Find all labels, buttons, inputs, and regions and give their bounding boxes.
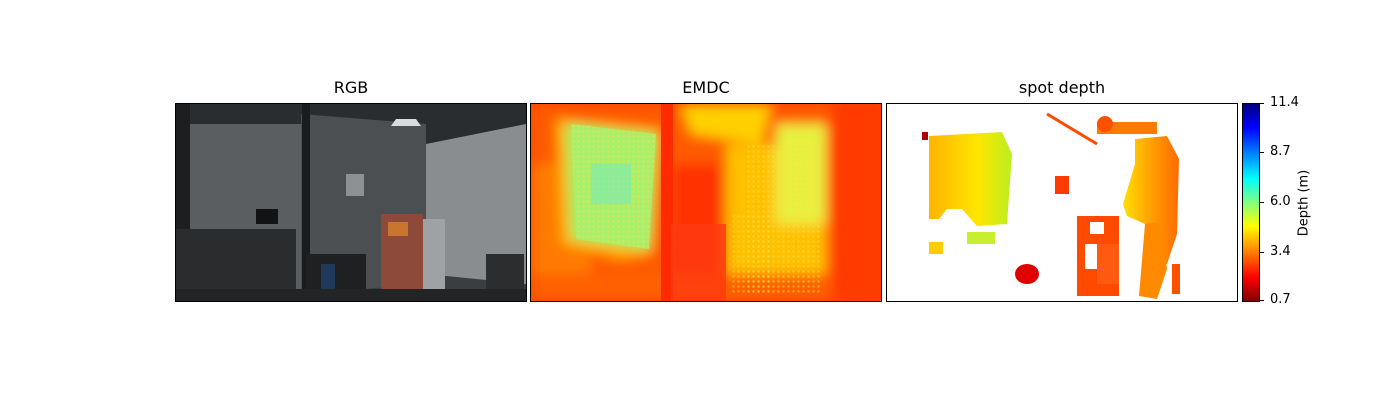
colorbar-tick-label: 11.4 [1270, 95, 1299, 110]
colorbar-tick-label: 3.4 [1270, 244, 1291, 259]
rgb-image [175, 103, 527, 302]
spot-depth-map [886, 103, 1238, 302]
colorbar-tick [1259, 300, 1264, 301]
colorbar-tick [1259, 103, 1264, 104]
emdc-depth-map [530, 103, 882, 302]
colorbar-tick [1259, 202, 1264, 203]
colorbar [1242, 103, 1260, 302]
emdc-title: EMDC [682, 78, 730, 97]
colorbar-tick-label: 6.0 [1270, 194, 1291, 209]
rgb-title: RGB [333, 78, 369, 97]
colorbar-tick [1259, 152, 1264, 153]
colorbar-tick-label: 0.7 [1270, 292, 1291, 307]
colorbar-tick [1259, 252, 1264, 253]
colorbar-tick-label: 8.7 [1270, 144, 1291, 159]
colorbar-label: Depth (m) [1296, 169, 1312, 237]
spot-depth-title: spot depth [1018, 78, 1106, 97]
